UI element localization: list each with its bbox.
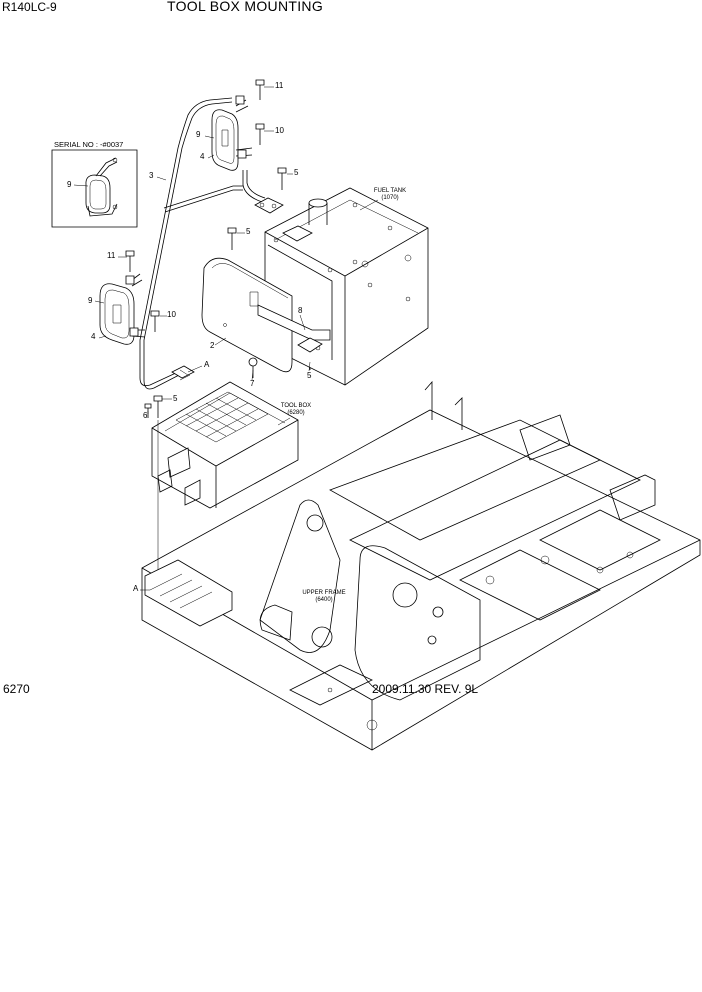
callout-10-left: 10	[167, 310, 176, 319]
left-mirror	[100, 274, 145, 344]
callout-9-left: 9	[88, 296, 93, 305]
page-number: 6270	[3, 682, 30, 696]
callout-11-left: 11	[107, 251, 116, 260]
tool-box-name: TOOL BOX	[280, 403, 312, 409]
fuel-tank-label: FUEL TANK (1070)	[365, 188, 415, 202]
inset-callout-9: 9	[67, 180, 72, 189]
revision-stamp: 2009.11.30 REV. 9L	[372, 682, 479, 696]
callout-6: 6	[143, 411, 148, 420]
tool-box	[152, 382, 298, 508]
callout-5-c: 5	[307, 371, 312, 380]
callout-9-top: 9	[196, 130, 201, 139]
callout-5-a: 5	[294, 168, 299, 177]
mirror-stay-pipe	[140, 98, 283, 389]
callout-3: 3	[149, 171, 154, 180]
bolt-fasteners	[126, 80, 314, 418]
tool-box-label: TOOL BOX (6280)	[276, 403, 316, 417]
page-title: TOOL BOX MOUNTING	[167, 0, 324, 14]
callout-10-top: 10	[275, 126, 284, 135]
callout-a-top: A	[204, 360, 210, 369]
model-code: R140LC-9	[2, 0, 57, 14]
side-cover	[202, 258, 330, 372]
upper-frame-label: UPPER FRAME (6400)	[294, 590, 354, 604]
callout-8: 8	[298, 306, 303, 315]
fuel-tank-ref: (1070)	[381, 195, 399, 201]
fuel-tank-name: FUEL TANK	[373, 188, 407, 194]
callout-4-left: 4	[91, 332, 96, 341]
callout-4-top: 4	[200, 152, 205, 161]
tool-box-ref: (6280)	[287, 410, 305, 416]
callout-a-bottom: A	[133, 584, 139, 593]
leader-lines	[95, 87, 378, 590]
upper-frame	[142, 382, 700, 750]
upper-frame-name: UPPER FRAME	[302, 590, 346, 596]
serial-inset-box	[52, 150, 137, 227]
callout-2: 2	[210, 341, 215, 350]
upper-frame-ref: (6400)	[315, 597, 333, 603]
upper-mirror	[212, 96, 252, 170]
callout-5-d: 5	[173, 394, 178, 403]
callout-7: 7	[250, 379, 255, 388]
callout-11-top: 11	[275, 81, 284, 90]
callout-5-b: 5	[246, 227, 251, 236]
serial-number-label: SERIAL NO : -#0037	[54, 140, 124, 149]
